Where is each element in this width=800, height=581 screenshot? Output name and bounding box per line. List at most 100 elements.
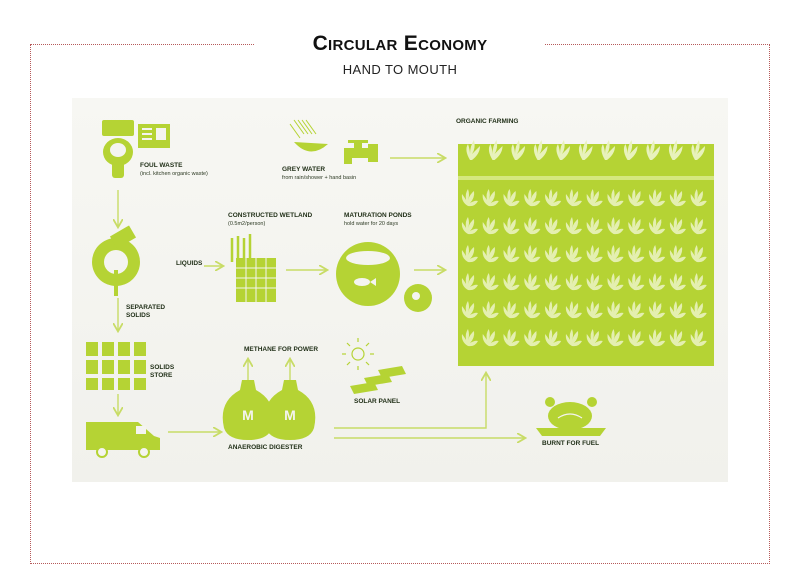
lettuce-icon bbox=[524, 217, 541, 235]
lettuce-icon bbox=[545, 217, 562, 235]
anaerobic-digester-label: ANAEROBIC DIGESTER bbox=[228, 444, 303, 451]
lettuce-icon bbox=[690, 245, 707, 263]
lettuce-icon bbox=[482, 189, 499, 207]
kitchen-sink-icon bbox=[138, 124, 170, 148]
lettuce-icon bbox=[586, 273, 603, 291]
lettuce-icon bbox=[669, 301, 686, 319]
lettuce-icon bbox=[545, 301, 562, 319]
page-title: Circular Economy bbox=[312, 32, 488, 55]
liquids-label: LIQUIDS bbox=[176, 260, 203, 267]
lettuce-icon bbox=[482, 301, 499, 319]
diagram-svg: M M bbox=[86, 119, 714, 458]
constructed-wetland-label: CONSTRUCTED WETLAND bbox=[228, 212, 313, 219]
lettuce-icon bbox=[649, 217, 666, 235]
fish-icon bbox=[354, 278, 376, 286]
lettuce-icon bbox=[503, 273, 520, 291]
lettuce-icon bbox=[649, 329, 666, 347]
lettuce-icon bbox=[461, 189, 478, 207]
storage-bins-icon bbox=[86, 342, 146, 390]
sprout-icon bbox=[601, 140, 615, 160]
grey-water-sublabel: from rain/shower + hand basin bbox=[282, 175, 357, 181]
lettuce-icon bbox=[565, 189, 582, 207]
lettuce-icon bbox=[565, 301, 582, 319]
constructed-wetland-sublabel: (0.5m2/person) bbox=[228, 221, 266, 227]
lettuce-icon bbox=[649, 245, 666, 263]
lettuce-icon bbox=[524, 273, 541, 291]
lettuce-icon bbox=[607, 329, 624, 347]
truck-icon bbox=[86, 422, 160, 458]
lettuce-icon bbox=[628, 245, 645, 263]
lettuce-icon bbox=[669, 189, 686, 207]
lettuce-icon bbox=[461, 273, 478, 291]
lettuce-icon bbox=[690, 189, 707, 207]
tap-icon bbox=[344, 140, 378, 164]
maturation-ponds-label: MATURATION PONDS bbox=[344, 212, 412, 219]
digester-letter-1: M bbox=[242, 407, 254, 423]
toilet-icon bbox=[102, 120, 134, 178]
roast-chicken-icon bbox=[536, 397, 606, 436]
lettuce-icon bbox=[669, 329, 686, 347]
lettuce-icon bbox=[690, 329, 707, 347]
lettuce-icon bbox=[669, 273, 686, 291]
lettuce-icon bbox=[524, 301, 541, 319]
lettuce-icon bbox=[628, 329, 645, 347]
lettuce-icon bbox=[690, 217, 707, 235]
lettuce-icon bbox=[503, 217, 520, 235]
lettuce-icon bbox=[524, 329, 541, 347]
lettuce-icon bbox=[628, 301, 645, 319]
solar-panel-label: SOLAR PANEL bbox=[354, 398, 401, 405]
lettuce-icon bbox=[628, 273, 645, 291]
methane-for-power-label: METHANE FOR POWER bbox=[244, 346, 319, 353]
lettuce-icon bbox=[503, 245, 520, 263]
sprout-icon bbox=[556, 140, 570, 160]
maturation-ponds-sublabel: hold water for 20 days bbox=[344, 221, 399, 227]
sprout-icon bbox=[488, 140, 503, 160]
lettuce-icon bbox=[586, 217, 603, 235]
digester-letter-2: M bbox=[284, 407, 296, 423]
sun-icon bbox=[342, 338, 374, 370]
lettuce-icon bbox=[461, 301, 478, 319]
separator-icon bbox=[92, 225, 140, 296]
wetland-grid-icon bbox=[230, 234, 276, 302]
lettuce-icon bbox=[461, 329, 478, 347]
lettuce-icon bbox=[690, 273, 707, 291]
lettuce-icon bbox=[607, 189, 624, 207]
sprout-icon bbox=[623, 140, 638, 160]
sprout-icon bbox=[691, 140, 705, 160]
title-block: Circular Economy HAND TO MOUTH bbox=[255, 24, 545, 94]
sprout-icon bbox=[511, 140, 525, 160]
page-subtitle: HAND TO MOUTH bbox=[342, 62, 458, 77]
lettuce-icon bbox=[565, 217, 582, 235]
sprout-icon bbox=[466, 140, 480, 160]
lettuce-icon bbox=[524, 245, 541, 263]
lettuce-icon bbox=[461, 217, 478, 235]
lettuce-icon bbox=[482, 217, 499, 235]
lettuce-icon bbox=[649, 273, 666, 291]
lettuce-icon bbox=[607, 273, 624, 291]
lettuce-icon bbox=[586, 329, 603, 347]
lettuce-icon bbox=[607, 217, 624, 235]
foul-waste-sublabel: (incl. kitchen organic waste) bbox=[140, 171, 208, 177]
lettuce-icon bbox=[669, 245, 686, 263]
lettuce-icon bbox=[586, 301, 603, 319]
lettuce-icon bbox=[649, 301, 666, 319]
sprout-icon bbox=[668, 140, 683, 160]
lettuce-icon bbox=[565, 245, 582, 263]
pond-icon bbox=[336, 242, 432, 312]
lettuce-icon bbox=[503, 189, 520, 207]
lettuce-icon bbox=[545, 273, 562, 291]
diagram-canvas: M M FOUL WASTE (incl. kitchen o bbox=[72, 98, 728, 482]
lettuce-icon bbox=[565, 273, 582, 291]
organic-farming-label: ORGANIC FARMING bbox=[456, 118, 519, 125]
lettuce-icon bbox=[503, 301, 520, 319]
sprout-icon bbox=[646, 140, 660, 160]
lettuce-icon bbox=[482, 329, 499, 347]
lettuce-icon bbox=[586, 189, 603, 207]
lettuce-icon bbox=[690, 301, 707, 319]
lettuce-icon bbox=[649, 189, 666, 207]
lettuce-icon bbox=[565, 329, 582, 347]
lettuce-icon bbox=[545, 329, 562, 347]
lettuce-icon bbox=[607, 245, 624, 263]
separated-solids-label: SEPARATED SOLIDS bbox=[126, 304, 166, 320]
lettuce-icon bbox=[482, 273, 499, 291]
